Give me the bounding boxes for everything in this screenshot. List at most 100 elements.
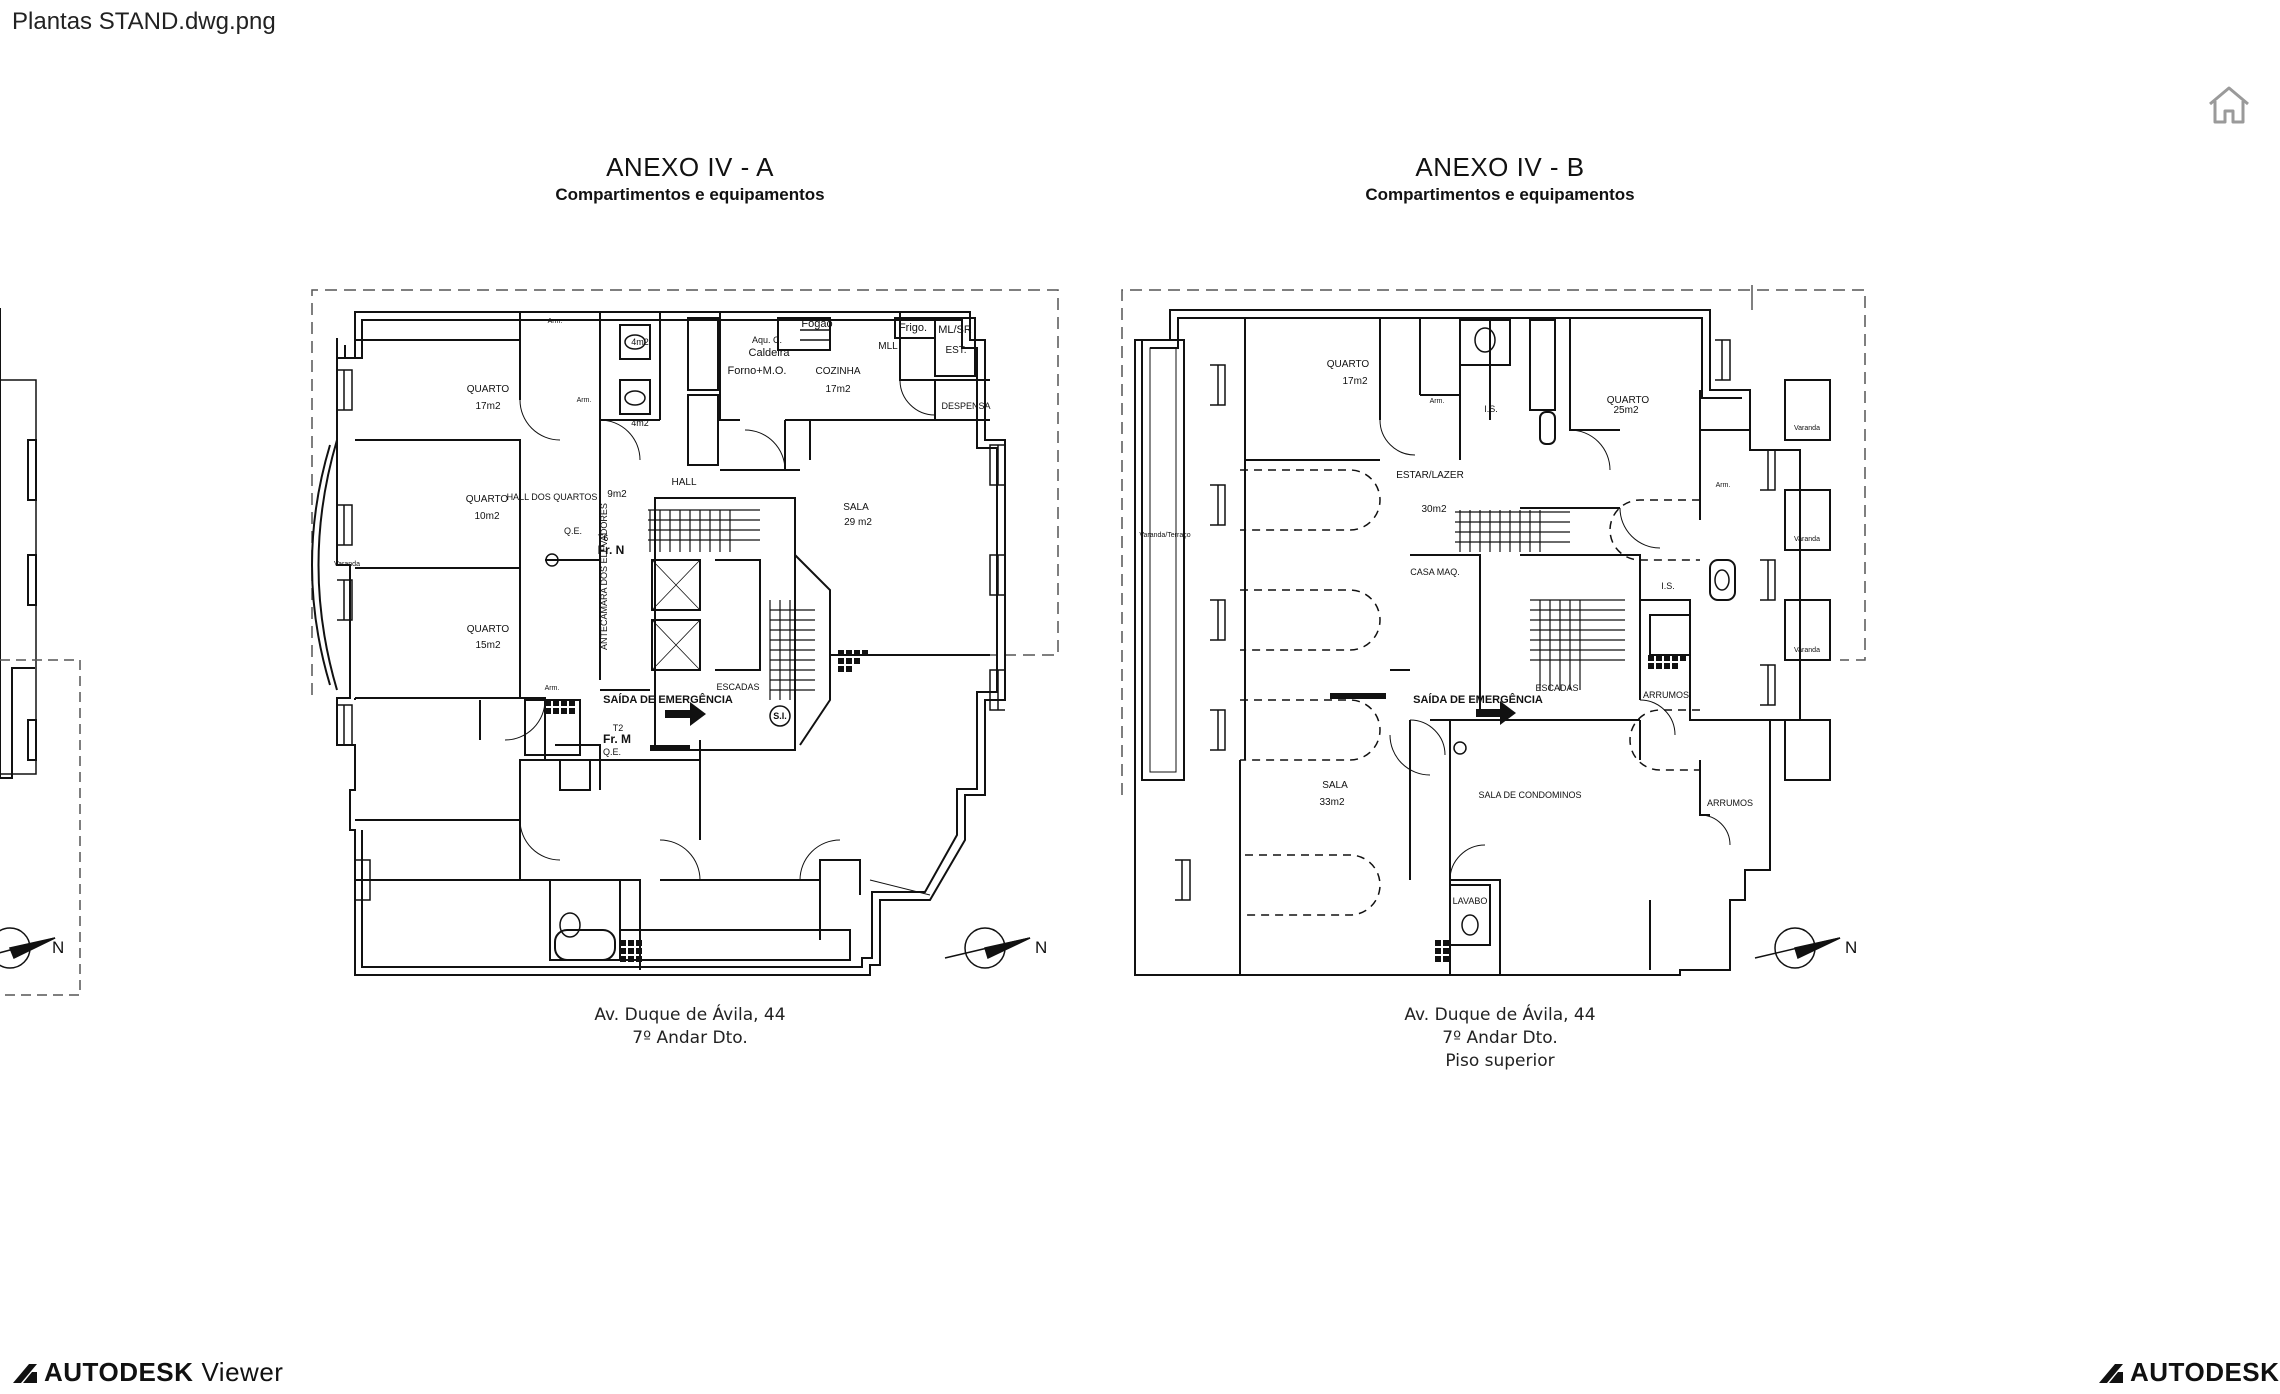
north-letter-b: N (1845, 938, 1857, 957)
grid-fixture-a2 (620, 940, 642, 962)
room-a-escadas: ESCADAS (716, 682, 759, 692)
room-a-cozinha-area: 17m2 (825, 384, 850, 395)
room-b-casa-maq: CASA MAQ. (1410, 567, 1460, 577)
brand-name-right: AUTODESK (2130, 1357, 2280, 1387)
room-b-estar-area: 30m2 (1421, 504, 1446, 515)
label-a-fogao: Fogão (801, 318, 832, 330)
label-a-frigo: Frigo. (899, 322, 927, 334)
room-b-estar-name: ESTAR/LAZER (1396, 470, 1464, 481)
label-a-forno: Forno+M.O. (728, 365, 787, 377)
sheet-b-subtitle: Compartimentos e equipamentos (1365, 185, 1635, 204)
room-a-quarto1-area: 17m2 (475, 401, 500, 412)
sheet-a-address-line2: 7º Andar Dto. (632, 1028, 748, 1048)
label-a-arm1: Arm. (548, 318, 563, 325)
room-a-quarto3-area: 15m2 (475, 640, 500, 651)
label-a-si: S.I. (773, 711, 787, 721)
plan-b (1121, 285, 1866, 976)
label-a-frn: Fr. N (598, 543, 625, 557)
label-b-varanda3: Varanda (1794, 647, 1820, 654)
autodesk-logo-icon (13, 1363, 37, 1383)
room-a-quarto2-area: 10m2 (474, 511, 499, 522)
radiator-b (1330, 693, 1386, 699)
room-b-quarto1-name: QUARTO (1327, 359, 1370, 370)
column-a (545, 553, 559, 567)
label-b-arm1: Arm. (1430, 398, 1445, 405)
room-a-sala-area: 29 m2 (844, 517, 872, 528)
label-b-is1: I.S. (1484, 404, 1498, 414)
label-b-exit: SAÍDA DE EMERGÊNCIA (1413, 693, 1543, 706)
label-a-mlsr: ML/SR (938, 324, 972, 336)
label-a-qe2: Q.E. (603, 747, 621, 757)
room-b-arrumos2: ARRUMOS (1707, 798, 1753, 808)
sheet-b-title-block: ANEXO IV - B Compartimentos e equipament… (1310, 152, 1690, 205)
label-a-frm: Fr. M (603, 732, 631, 746)
label-a-4m2-bottom: 4m2 (631, 418, 649, 428)
room-a-quarto1-name: QUARTO (467, 384, 510, 395)
sink-a1 (624, 334, 646, 350)
label-b-arm2: Arm. (1716, 482, 1731, 489)
room-a-quarto2-name: QUARTO (466, 494, 509, 505)
room-a-quarto3-name: QUARTO (467, 624, 510, 635)
grid-fixture-b1 (1648, 655, 1686, 669)
product-name: Viewer (201, 1357, 284, 1387)
si-marker (769, 705, 791, 727)
label-b-varanda2: Varanda (1794, 536, 1820, 543)
room-a-hall-area: 9m2 (607, 489, 627, 500)
home-icon (2209, 86, 2249, 124)
north-arrow-b (1754, 927, 1841, 969)
sheet-a-subtitle: Compartimentos e equipamentos (555, 185, 825, 204)
room-a-cozinha-name: COZINHA (816, 366, 861, 377)
sink-b1 (1714, 569, 1730, 591)
room-a-hall-name: HALL (671, 477, 696, 488)
label-a-est: EST. (945, 345, 966, 356)
grid-fixture-b2 (1435, 940, 1449, 962)
sheet-b-title: ANEXO IV - B (1415, 152, 1585, 182)
room-b-quarto2-name: QUARTO (1607, 395, 1650, 406)
exit-arrow-a (665, 702, 706, 726)
room-b-quarto2-area: 25m2 (1613, 405, 1638, 416)
label-a-t2: T2 (613, 723, 624, 733)
left-partial-plan (0, 308, 81, 996)
brand-name: AUTODESK (44, 1357, 194, 1387)
label-a-aqu: Aqu. C. (752, 335, 782, 345)
home-button[interactable] (2204, 82, 2254, 128)
label-a-arm3: Arm. (545, 685, 560, 692)
north-arrow-a (944, 927, 1031, 969)
sheet-a-title: ANEXO IV - A (606, 152, 774, 182)
north-arrow-left (0, 927, 56, 969)
north-letter-left: N (52, 938, 64, 957)
room-a-antecamara: ANTECÂMARA DOS ELEVADORES (599, 503, 609, 650)
sheet-b-address-line3: Piso superior (1445, 1051, 1555, 1071)
grid-fixture-a3 (838, 650, 868, 672)
sheet-b-address-line2: 7º Andar Dto. (1442, 1028, 1558, 1048)
sheet-a-title-block: ANEXO IV - A Compartimentos e equipament… (500, 152, 880, 205)
room-a-sala-name: SALA (843, 502, 869, 513)
label-a-4m2-top: 4m2 (631, 337, 649, 347)
toilet-a (559, 912, 581, 938)
north-letter-a: N (1035, 938, 1047, 957)
file-name: Plantas STAND.dwg.png (12, 8, 276, 35)
label-a-varanda: Varanda (334, 561, 360, 568)
room-b-quarto1-area: 17m2 (1342, 376, 1367, 387)
sheet-a-address: Av. Duque de Ávila, 44 7º Andar Dto. (560, 1004, 820, 1050)
autodesk-viewer-logo[interactable]: AUTODESK Viewer (12, 1357, 283, 1388)
label-b-is2: I.S. (1661, 581, 1675, 591)
label-a-caldeira: Caldeira (749, 347, 791, 359)
autodesk-logo-right[interactable]: AUTODESK (2098, 1357, 2279, 1388)
grid-fixture-a1 (545, 700, 575, 714)
exit-arrow-b (1476, 701, 1516, 725)
label-a-mll: MLL (878, 341, 898, 352)
room-a-despensa: DESPENSA (941, 401, 990, 411)
toilet-b1 (1474, 327, 1496, 353)
radiator-a (650, 745, 690, 751)
label-a-qe1: Q.E. (564, 526, 582, 536)
room-b-sala-area: 33m2 (1319, 797, 1344, 808)
sink-a2 (624, 390, 646, 406)
room-b-arrumos1: ARRUMOS (1643, 690, 1689, 700)
label-b-terraco: Varanda/Terraço (1139, 532, 1190, 539)
room-b-lavabo: LAVABO (1453, 896, 1488, 906)
plan-a (311, 289, 1059, 976)
autodesk-logo-icon (2099, 1363, 2123, 1383)
room-b-condominos: SALA DE CONDOMINOS (1478, 790, 1581, 800)
